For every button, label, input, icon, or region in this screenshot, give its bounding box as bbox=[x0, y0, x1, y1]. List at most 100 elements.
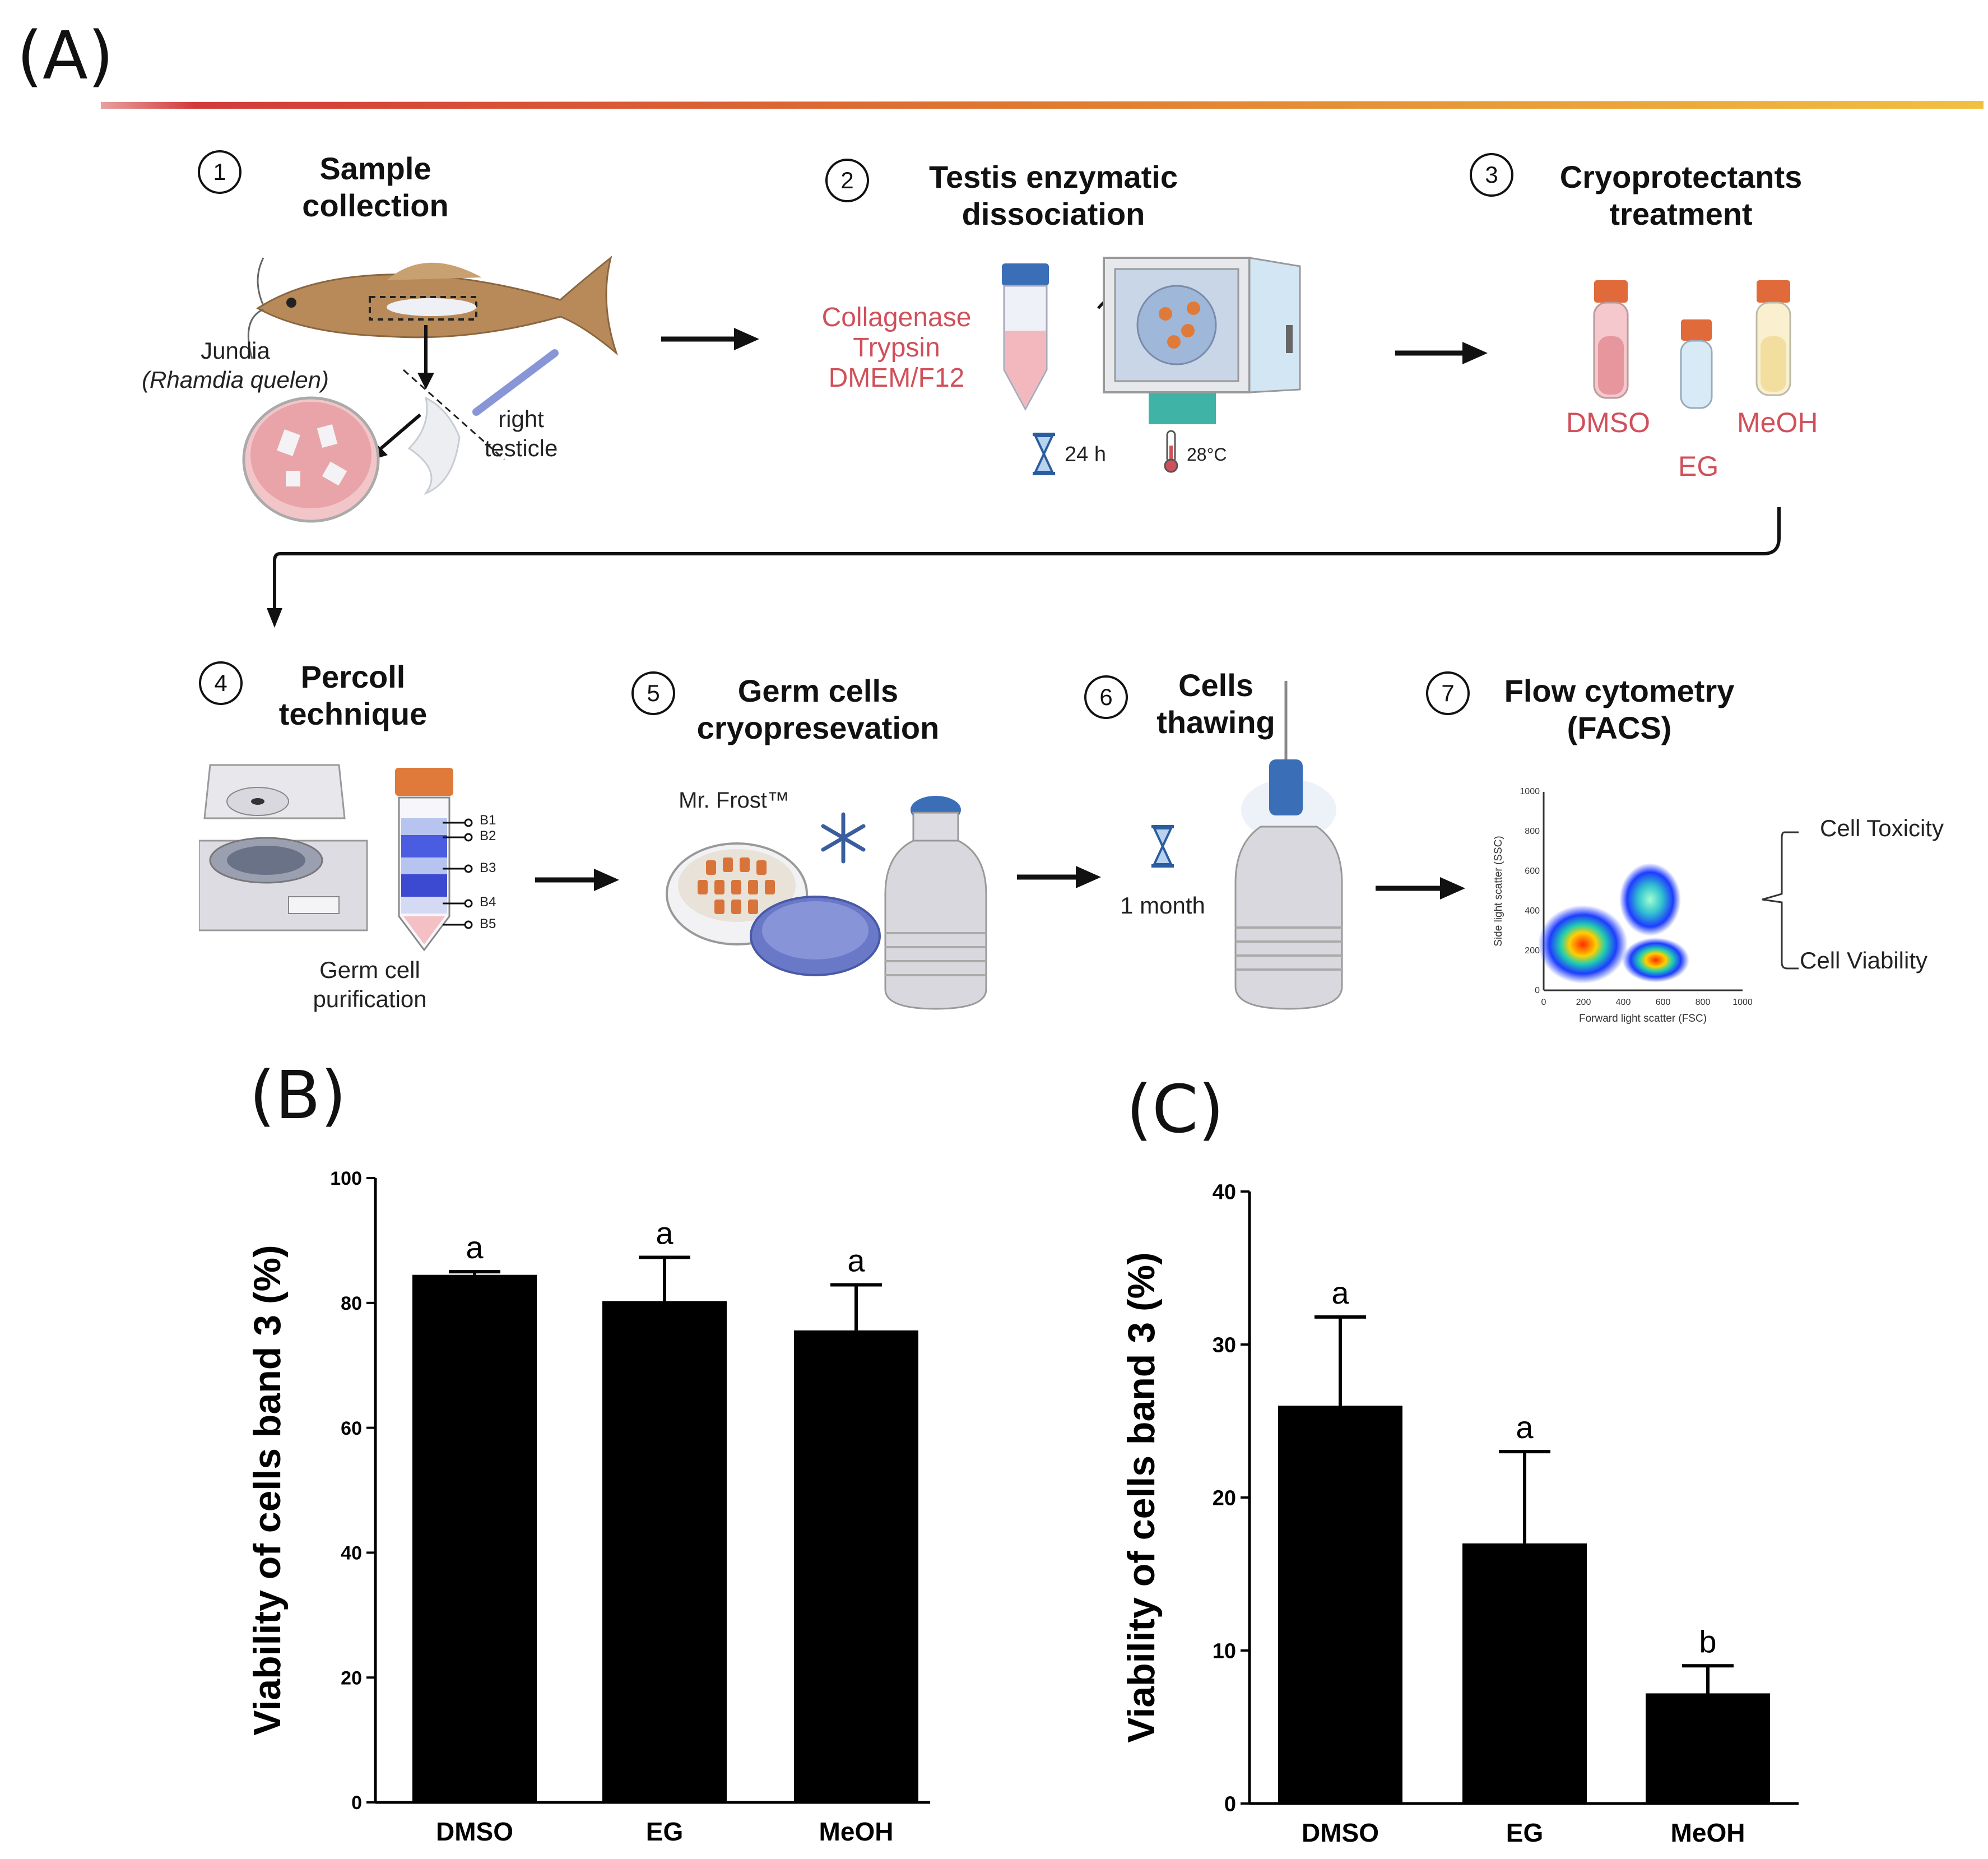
bar-meoh bbox=[794, 1330, 918, 1802]
facs-x-label: Forward light scatter (FSC) bbox=[1579, 1013, 1707, 1024]
category-label: DMSO bbox=[436, 1817, 513, 1846]
step-6-title: Cells thawing bbox=[1156, 667, 1275, 740]
mr-frost-label: Mr. Frost™ bbox=[679, 788, 789, 813]
petri-dish bbox=[242, 396, 380, 523]
germ-purification-label: Germ cell purification bbox=[313, 957, 427, 1012]
liquid-nitrogen-tank bbox=[884, 796, 987, 1010]
y-tick-label: 0 bbox=[351, 1792, 362, 1814]
y-tick-label: 40 bbox=[341, 1543, 362, 1564]
significance-letter: a bbox=[847, 1243, 865, 1278]
band-b3-label: B3 bbox=[480, 860, 496, 875]
centrifuge bbox=[199, 764, 368, 931]
svg-text:200: 200 bbox=[1576, 998, 1591, 1007]
bar-meoh bbox=[1646, 1693, 1770, 1804]
category-label: EG bbox=[646, 1817, 683, 1846]
step-4-number: 4 bbox=[199, 661, 243, 705]
y-tick-label: 40 bbox=[1213, 1181, 1236, 1204]
svg-text:800: 800 bbox=[1525, 827, 1540, 836]
step-4-title: Percoll technique bbox=[278, 659, 428, 731]
svg-text:200: 200 bbox=[1525, 946, 1540, 956]
band-b2-label: B2 bbox=[480, 828, 496, 843]
significance-letter: a bbox=[466, 1230, 484, 1265]
y-tick-label: 20 bbox=[341, 1667, 362, 1689]
svg-text:0: 0 bbox=[1541, 998, 1546, 1007]
cryo-dmso-label: DMSO bbox=[1566, 407, 1650, 438]
thawing-tank bbox=[1234, 681, 1343, 1010]
step-3-number: 3 bbox=[1470, 153, 1513, 197]
significance-letter: a bbox=[1516, 1410, 1534, 1445]
one-month-label: 1 month bbox=[1120, 892, 1205, 919]
fish-common-name: Jundia bbox=[201, 337, 270, 364]
y-tick-label: 100 bbox=[330, 1168, 362, 1189]
gradient-divider bbox=[101, 101, 1984, 109]
svg-text:600: 600 bbox=[1656, 998, 1671, 1007]
y-tick-label: 30 bbox=[1213, 1334, 1236, 1357]
bar-eg bbox=[1462, 1543, 1587, 1804]
hourglass-month-icon bbox=[1151, 825, 1174, 868]
step-7-title: Flow cytometry (FACS) bbox=[1504, 673, 1735, 745]
facs-x-ticks: 0 200 400 600 800 1000 bbox=[1541, 998, 1753, 1007]
step-1-number: 1 bbox=[198, 150, 241, 194]
svg-text:1000: 1000 bbox=[1732, 998, 1753, 1007]
fish-species-name: (Rhamdia quelen) bbox=[142, 367, 329, 393]
falcon-tube bbox=[1002, 263, 1049, 411]
y-tick-label: 0 bbox=[1224, 1793, 1236, 1816]
outcome-bracket bbox=[1762, 831, 1799, 970]
percoll-band-markers bbox=[443, 818, 473, 929]
enzymes-label: Collagenase Trypsin DMEM/F12 bbox=[821, 303, 972, 393]
svg-text:600: 600 bbox=[1525, 866, 1540, 876]
dissection-arrows bbox=[369, 325, 559, 495]
time-label: 24 h bbox=[1065, 443, 1106, 466]
step-6-number: 6 bbox=[1084, 675, 1128, 719]
svg-text:1000: 1000 bbox=[1520, 787, 1540, 796]
mr-frost-container bbox=[666, 842, 881, 976]
category-label: MeOH bbox=[1671, 1818, 1745, 1847]
step-5-title: Germ cells cryopresevation bbox=[696, 673, 940, 745]
panel-a-letter: (A) bbox=[17, 17, 114, 94]
snowflake-icon bbox=[821, 812, 866, 864]
temperature-label: 28°C bbox=[1187, 444, 1227, 465]
step-2-number: 2 bbox=[825, 159, 869, 202]
band-b1-label: B1 bbox=[480, 813, 496, 828]
outcome-cell-viability: Cell Viability bbox=[1800, 947, 1927, 973]
svg-text:400: 400 bbox=[1616, 998, 1631, 1007]
category-label: DMSO bbox=[1302, 1818, 1379, 1847]
y-tick-label: 10 bbox=[1213, 1640, 1236, 1663]
y-tick-label: 80 bbox=[341, 1293, 362, 1314]
bar-eg bbox=[602, 1301, 727, 1802]
incubator bbox=[1097, 257, 1301, 424]
bar-dmso bbox=[1278, 1406, 1402, 1804]
y-axis-label: Viability of cells band 3 (%) bbox=[1120, 1252, 1163, 1742]
cryo-eg-label: EG bbox=[1678, 451, 1719, 482]
y-tick-label: 60 bbox=[341, 1418, 362, 1439]
bar-dmso bbox=[412, 1274, 537, 1802]
facs-y-label: Side light scatter (SSC) bbox=[1493, 836, 1504, 946]
right-testicle-label: right testicle bbox=[484, 406, 558, 461]
cryo-tubes bbox=[1593, 280, 1791, 409]
connector-arrow bbox=[267, 507, 1781, 628]
hourglass-icon bbox=[1033, 433, 1055, 475]
y-tick-label: 20 bbox=[1213, 1487, 1236, 1510]
significance-letter: b bbox=[1699, 1624, 1716, 1659]
arrow-2-3 bbox=[1395, 342, 1488, 364]
step-5-number: 5 bbox=[631, 671, 675, 715]
significance-letter: a bbox=[656, 1215, 673, 1250]
percoll-tube bbox=[395, 768, 453, 952]
band-b4-label: B4 bbox=[480, 894, 496, 910]
y-axis-label: Viability of cells band 3 (%) bbox=[246, 1245, 289, 1735]
facs-y-ticks: 0 200 400 600 800 1000 bbox=[1520, 787, 1540, 995]
panel-c-letter: (C) bbox=[1126, 1070, 1224, 1148]
arrow-4-5 bbox=[535, 869, 619, 891]
arrow-6-7 bbox=[1376, 877, 1465, 900]
svg-text:800: 800 bbox=[1696, 998, 1711, 1007]
step-3-title: Cryoprotectants treatment bbox=[1559, 159, 1803, 231]
outcome-cell-toxicity: Cell Toxicity bbox=[1820, 815, 1944, 841]
cryo-meoh-label: MeOH bbox=[1737, 407, 1818, 438]
arrow-1-2 bbox=[661, 328, 759, 350]
svg-text:400: 400 bbox=[1525, 906, 1540, 916]
significance-letter: a bbox=[1331, 1275, 1349, 1310]
step-2-title: Testis enzymatic dissociation bbox=[928, 159, 1178, 231]
thermometer-icon bbox=[1164, 430, 1178, 473]
